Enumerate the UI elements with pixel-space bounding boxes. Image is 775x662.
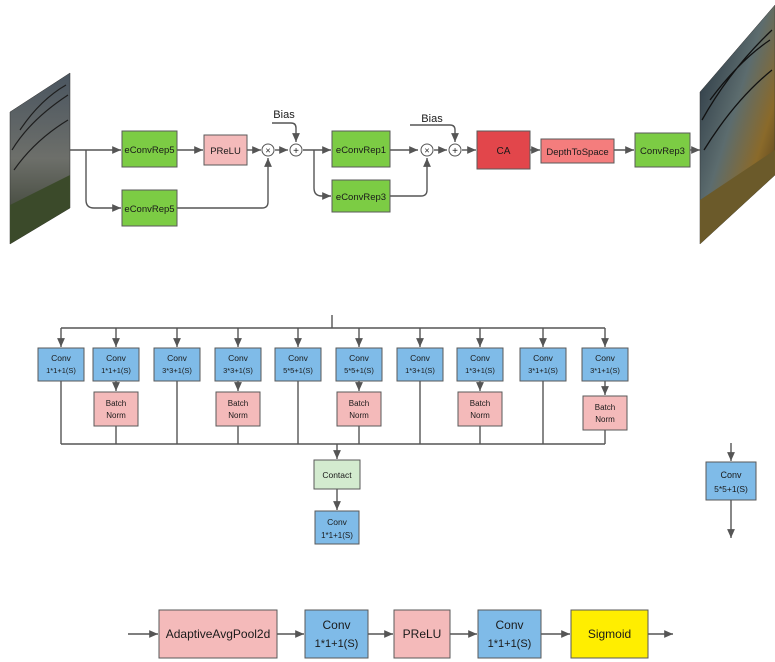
bottom-prelu-box — [393, 609, 451, 659]
add-symbol-2: + — [452, 146, 458, 157]
econvrep1-box — [331, 130, 391, 168]
batch-norm-box-8 — [457, 391, 503, 427]
bottom-conv-label-2b: 1*1+1(S) — [488, 638, 532, 650]
batch-norm-label-b-10: Norm — [595, 415, 615, 424]
output-image — [699, 4, 775, 245]
output-conv-label-2: 1*1+1(S) — [321, 531, 353, 540]
branch-conv-box-8 — [456, 347, 504, 382]
econvrep5-label-b: eConvRep5 — [124, 204, 174, 215]
branch-conv-box-2 — [92, 347, 140, 382]
side-conv-box — [705, 461, 757, 501]
sigmoid-box — [570, 609, 649, 659]
batch-norm-label-a-4: Batch — [228, 399, 248, 408]
branch-conv-label-b-10: 3*1+1(S) — [590, 366, 620, 375]
branch-conv-label-b-3: 3*3+1(S) — [162, 366, 192, 375]
batch-norm-label-b-2: Norm — [106, 411, 126, 420]
branch-conv-box-6 — [335, 347, 383, 382]
depth-to-space-label: DepthToSpace — [546, 147, 608, 158]
branch-conv-label-a-9: Conv — [533, 353, 554, 363]
depth-to-space-box — [540, 138, 615, 164]
multiply-node-2 — [420, 143, 434, 157]
prelu-label-top: PReLU — [210, 146, 241, 157]
bottom-conv-label-2a: Conv — [495, 618, 523, 632]
batch-norm-box-10 — [582, 395, 628, 431]
side-conv-label-2: 5*5+1(S) — [714, 484, 748, 494]
bottom-prelu-label: PReLU — [403, 627, 442, 641]
add-node-1 — [289, 143, 303, 157]
branch-conv-box-10 — [581, 347, 629, 382]
branch-conv-box-4 — [214, 347, 262, 382]
convrep3-box — [634, 132, 691, 168]
branch-conv-label-b-8: 1*3+1(S) — [465, 366, 495, 375]
add-node-2 — [448, 143, 462, 157]
branch-conv-label-b-9: 3*1+1(S) — [528, 366, 558, 375]
batch-norm-label-a-8: Batch — [470, 399, 490, 408]
side-conv-label-1: Conv — [720, 470, 742, 480]
multiply-symbol-1: × — [265, 146, 270, 156]
output-conv-box — [314, 510, 360, 545]
branch-conv-label-a-4: Conv — [228, 353, 249, 363]
bias-label-1: Bias — [273, 109, 295, 121]
multiply-node-1 — [261, 143, 275, 157]
branch-conv-label-a-10: Conv — [595, 353, 616, 363]
block-wires — [57, 315, 609, 510]
branch-conv-label-a-6: Conv — [349, 353, 370, 363]
branch-conv-label-b-5: 5*5+1(S) — [283, 366, 313, 375]
multiply-symbol-2: × — [424, 146, 429, 156]
add-symbol-1: + — [293, 146, 299, 157]
batch-norm-label-a-6: Batch — [349, 399, 369, 408]
adaptive-avg-pool-box — [158, 609, 278, 659]
branch-conv-label-a-2: Conv — [106, 353, 127, 363]
ca-label: CA — [497, 146, 511, 157]
branch-conv-box-1 — [37, 347, 85, 382]
batch-norm-label-b-6: Norm — [349, 411, 369, 420]
bottom-conv-label-1a: Conv — [322, 618, 350, 632]
batch-norm-box-2 — [93, 391, 139, 427]
top-wires — [70, 122, 700, 212]
branch-conv-label-b-7: 1*3+1(S) — [405, 366, 435, 375]
convrep3-label: ConvRep3 — [640, 146, 685, 157]
econvrep3-label: eConvRep3 — [336, 192, 386, 203]
contact-label: Contact — [322, 470, 352, 480]
ca-box — [476, 130, 531, 170]
batch-norm-label-a-10: Batch — [595, 403, 615, 412]
bias-label-2: Bias — [421, 113, 443, 125]
batch-norm-box-6 — [336, 391, 382, 427]
adaptive-avg-pool-label: AdaptiveAvgPool2d — [166, 627, 271, 641]
econvrep5-label-a: eConvRep5 — [124, 145, 174, 156]
branch-conv-box-3 — [153, 347, 201, 382]
contact-box — [313, 459, 361, 490]
econvrep5-box-a — [121, 130, 178, 168]
batch-norm-label-a-2: Batch — [106, 399, 126, 408]
prelu-box-top — [203, 134, 248, 166]
branch-conv-label-b-2: 1*1+1(S) — [101, 366, 131, 375]
branch-conv-label-b-6: 5*5+1(S) — [344, 366, 374, 375]
econvrep1-label: eConvRep1 — [336, 145, 386, 156]
batch-norm-label-b-8: Norm — [470, 411, 490, 420]
branch-conv-label-a-3: Conv — [167, 353, 188, 363]
batch-norm-label-b-4: Norm — [228, 411, 248, 420]
econvrep3-box — [331, 179, 391, 213]
bottom-conv-label-1b: 1*1+1(S) — [315, 638, 359, 650]
branch-conv-label-a-5: Conv — [288, 353, 309, 363]
batch-norm-box-4 — [215, 391, 261, 427]
branch-conv-label-b-4: 3*3+1(S) — [223, 366, 253, 375]
bottom-conv-box-2 — [477, 609, 542, 659]
branch-conv-box-9 — [519, 347, 567, 382]
branch-conv-box-5 — [274, 347, 322, 382]
bottom-conv-box-1 — [304, 609, 369, 659]
econvrep5-box-b — [121, 189, 178, 227]
branch-conv-label-b-1: 1*1+1(S) — [46, 366, 76, 375]
sigmoid-label: Sigmoid — [588, 627, 631, 641]
branch-conv-label-a-8: Conv — [470, 353, 491, 363]
branch-conv-label-a-7: Conv — [410, 353, 431, 363]
input-image — [9, 72, 71, 245]
branch-conv-box-7 — [396, 347, 444, 382]
branch-conv-label-a-1: Conv — [51, 353, 72, 363]
output-conv-label-1: Conv — [327, 517, 348, 527]
